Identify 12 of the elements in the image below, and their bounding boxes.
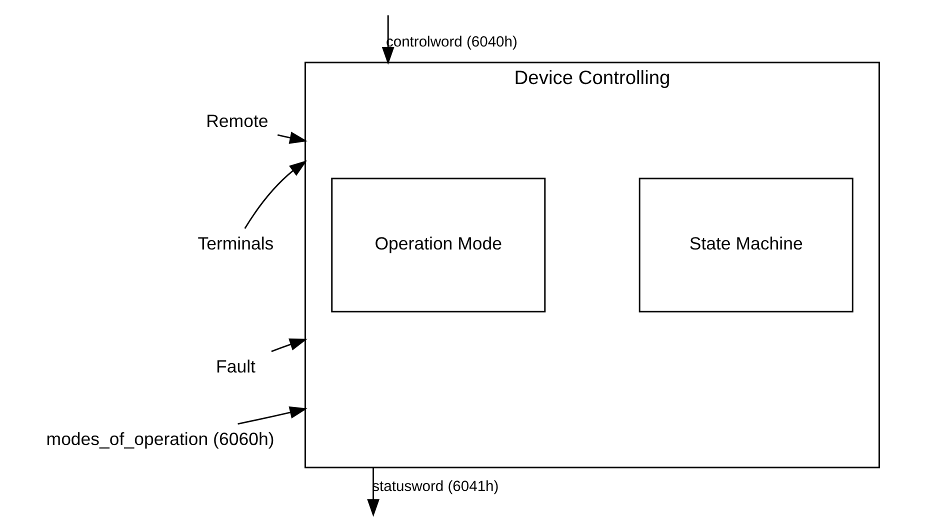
node-text: Fault: [215, 356, 255, 376]
arrow: [381, 15, 394, 65]
node-box: State Machine: [638, 178, 853, 312]
arrow: [270, 338, 307, 352]
arrow: [276, 132, 307, 144]
arrow: [244, 160, 307, 229]
arrow: [237, 406, 307, 425]
node-text: Remote: [206, 110, 268, 131]
node-text: modes_of_operation (6060h): [46, 428, 274, 449]
arrow: [366, 467, 380, 517]
node-box: Operation Mode: [330, 178, 546, 312]
node-text: Terminals: [197, 234, 274, 254]
